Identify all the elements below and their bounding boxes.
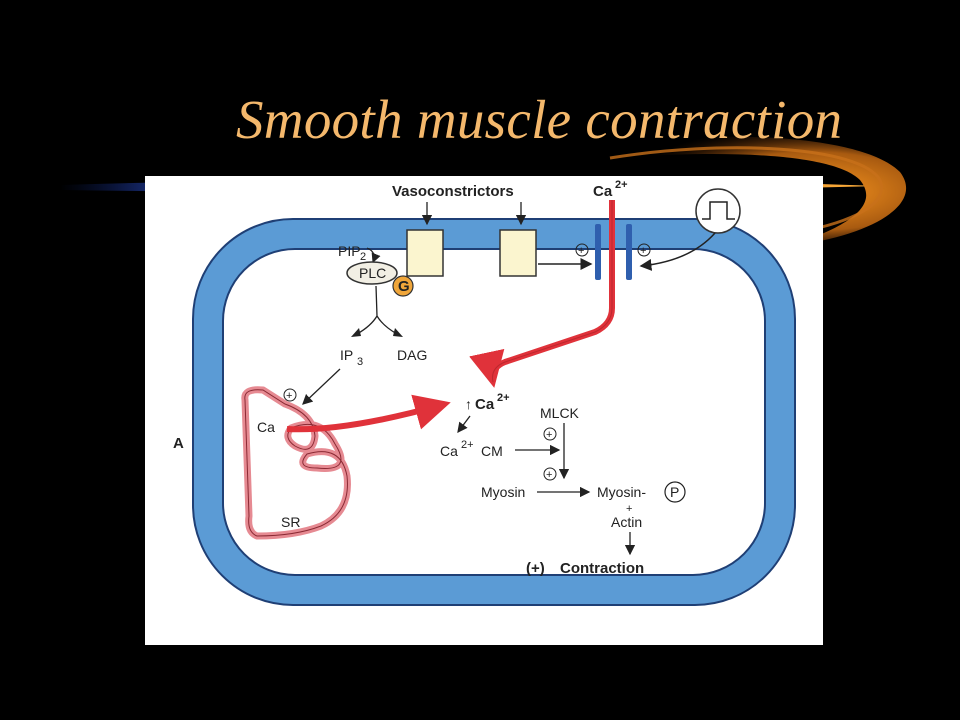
plus-channel-right (637, 243, 651, 257)
plus-mlck-sign: + (546, 429, 552, 441)
plc-split-line (356, 285, 398, 335)
dag-label: DAG (397, 347, 427, 363)
panel-label: A (173, 435, 184, 452)
cell-membrane (193, 219, 795, 605)
cacm-charge: 2+ (461, 439, 474, 451)
pip2-to-plc-arrow (366, 247, 381, 264)
dag-arrowhead (393, 328, 403, 337)
smooth-muscle-diagram: Vasoconstrictors + + Ca 2+ PIP 2 PLC G (173, 179, 796, 606)
pulse-waveform (702, 201, 735, 220)
phosphate-circle (664, 481, 686, 503)
ca-to-cacm-arrow (457, 415, 471, 434)
actin-label: Actin (611, 514, 642, 530)
calcium-channel-right (626, 224, 632, 280)
membrane-outline-inner (222, 248, 766, 576)
receptor-2 (499, 229, 537, 277)
plus-sr-sign: + (286, 390, 292, 402)
receptor-1 (406, 229, 444, 277)
ca-entry-label: Ca (593, 183, 613, 200)
mlck-label: MLCK (540, 405, 580, 421)
phosphate-label: P (670, 484, 679, 500)
vasoconstrictors-label: Vasoconstrictors (392, 183, 514, 200)
plus-channel-right-sign: + (640, 245, 646, 257)
ip3-label: IP (340, 347, 353, 363)
plus-myosin-sign: + (546, 469, 552, 481)
plc-enzyme (346, 261, 398, 285)
g-protein (392, 275, 414, 297)
membrane-outline-outer (192, 218, 796, 606)
pip2-subscript: 2 (360, 251, 366, 263)
plus-channel-left-sign: + (578, 245, 584, 257)
pulse-to-channel-arrow (639, 232, 716, 271)
cacm-cm: CM (481, 443, 503, 459)
g-protein-label: G (398, 278, 410, 295)
ip3-subscript: 3 (357, 356, 363, 368)
slide-title: Smooth muscle contraction (236, 89, 843, 150)
ca-entry-charge: 2+ (615, 179, 628, 191)
myosin-p-label: Myosin- (597, 484, 646, 500)
sr-calcium-release-arrow (286, 394, 451, 433)
pip2-label: PIP (338, 243, 361, 259)
plus-sr (283, 388, 297, 402)
calcium-channel-left (595, 224, 601, 280)
ca-rise-charge: 2+ (497, 392, 510, 404)
ip3-to-sr-arrow (302, 368, 341, 405)
ca-rise-label: Ca (475, 396, 495, 413)
plus-mlck (543, 427, 557, 441)
contraction-sign: (+) (526, 560, 545, 577)
cacm-ca: Ca (440, 443, 458, 459)
contraction-label: Contraction (560, 560, 644, 577)
sr-label: SR (281, 514, 300, 530)
plus-channel-left (575, 243, 589, 257)
plc-label: PLC (359, 265, 386, 281)
actin-plus: + (626, 503, 632, 515)
sr-calcium-label: Ca (257, 419, 275, 435)
ca-rise-arrow: ↑ (465, 396, 472, 412)
figure-panel: Vasoconstrictors + + Ca 2+ PIP 2 PLC G (145, 176, 823, 645)
plus-myosin (543, 467, 557, 481)
calcium-influx-outline (492, 200, 613, 383)
voltage-pulse-icon (695, 188, 741, 234)
ip3-arrowhead (351, 328, 361, 337)
myosin-label: Myosin (481, 484, 525, 500)
